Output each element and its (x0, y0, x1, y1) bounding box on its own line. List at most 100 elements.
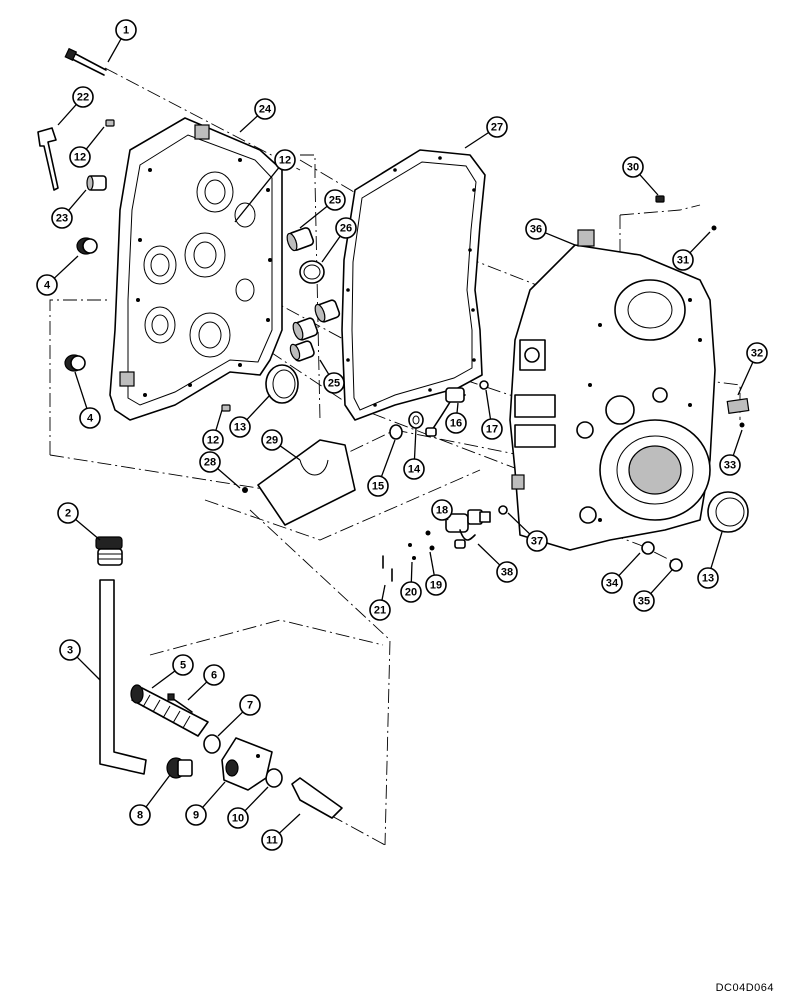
nozzle-part-11 (291, 777, 343, 819)
callout-number: 5 (180, 660, 186, 672)
document-code: DC04D064 (715, 982, 774, 994)
callout-9: 9 (185, 781, 226, 826)
ring-part-26 (299, 260, 325, 284)
callout-number: 32 (751, 348, 763, 360)
callout-number: 13 (234, 422, 246, 434)
callout-number: 12 (279, 155, 291, 167)
bearing-part-25-a (286, 227, 315, 252)
callout-37: 37 (507, 512, 548, 552)
callout-number: 19 (430, 580, 442, 592)
callout-number: 15 (372, 481, 384, 493)
callout-number: 30 (627, 162, 639, 174)
washers-part-20 (408, 543, 416, 560)
callout-36: 36 (525, 218, 576, 246)
ring-part-15 (389, 424, 403, 440)
callout-number: 3 (67, 645, 73, 657)
callout-number: 10 (232, 813, 244, 825)
plate-part-32 (726, 397, 750, 415)
callout-number: 4 (44, 280, 51, 292)
callout-number: 24 (259, 104, 272, 116)
fitting-part-2 (95, 536, 123, 566)
callout-number: 9 (193, 810, 199, 822)
callout-12: 12 (234, 149, 296, 223)
callout-1: 1 (107, 19, 137, 63)
callout-2: 2 (57, 502, 101, 541)
callout-number: 8 (137, 810, 143, 822)
callout-4: 4 (74, 371, 101, 429)
plug-part-4-upper (76, 237, 98, 255)
callout-number: 28 (204, 457, 216, 469)
callout-number: 38 (501, 567, 513, 579)
callout-27: 27 (464, 116, 508, 149)
callout-14: 14 (403, 427, 425, 480)
callout-number: 34 (606, 578, 619, 590)
callout-number: 25 (328, 378, 340, 390)
callout-23: 23 (51, 189, 87, 229)
front-housing-part-24 (109, 117, 283, 421)
gasket-part-27 (341, 149, 486, 421)
callout-number: 27 (491, 122, 503, 134)
callout-number: 4 (87, 413, 94, 425)
baffle-part-29 (257, 439, 356, 526)
pin-part-12-c (221, 404, 231, 412)
callout-number: 37 (531, 536, 543, 548)
bolt-part-1 (64, 47, 107, 76)
bearing-part-25-c (292, 317, 319, 341)
nuts-part-19 (425, 530, 435, 551)
screw-part-28 (242, 487, 248, 493)
clip-part-22 (37, 127, 59, 191)
callout-number: 35 (638, 596, 650, 608)
callout-number: 13 (702, 573, 714, 585)
callout-number: 25 (329, 195, 341, 207)
callout-13: 13 (697, 531, 723, 589)
callout-number: 31 (677, 255, 689, 267)
screw-part-33 (739, 422, 745, 428)
switch-part-16 (425, 387, 466, 437)
callout-35: 35 (633, 569, 673, 612)
washer-part-35 (669, 558, 683, 572)
callout-number: 36 (530, 224, 542, 236)
callout-7: 7 (217, 694, 261, 737)
callout-4: 4 (36, 255, 79, 296)
callout-number: 14 (408, 464, 421, 476)
callout-24: 24 (239, 98, 276, 133)
sender-part-18 (445, 509, 491, 533)
callout-18: 18 (431, 499, 453, 521)
callout-26: 26 (321, 217, 357, 263)
callout-number: 18 (436, 505, 448, 517)
callout-38: 38 (477, 543, 518, 583)
callout-3: 3 (59, 639, 101, 681)
screws-part-21 (382, 555, 393, 582)
callout-number: 6 (211, 670, 217, 682)
callout-number: 12 (207, 435, 219, 447)
oring-part-17 (479, 380, 489, 390)
callout-25: 25 (319, 359, 345, 394)
seal-part-13-right (707, 491, 749, 533)
callout-number: 2 (65, 508, 71, 520)
callout-34: 34 (601, 552, 641, 594)
bearing-part-25-b (314, 299, 341, 323)
callout-number: 22 (77, 92, 89, 104)
callout-20: 20 (400, 561, 422, 603)
seal-part-13-left (265, 364, 299, 404)
callout-10: 10 (227, 786, 269, 829)
callout-number: 33 (724, 460, 736, 472)
callout-12: 12 (69, 126, 105, 168)
callout-number: 20 (405, 587, 417, 599)
callout-number: 12 (74, 152, 86, 164)
callout-8: 8 (129, 774, 171, 826)
callout-5: 5 (151, 654, 194, 689)
bushing-part-23 (86, 175, 107, 191)
callout-12: 12 (202, 409, 224, 451)
callout-32: 32 (737, 342, 768, 396)
callout-number: 29 (266, 435, 278, 447)
housing-block-part-9 (221, 737, 273, 791)
callout-number: 26 (340, 223, 352, 235)
callout-6: 6 (187, 664, 225, 701)
callout-number: 16 (450, 418, 462, 430)
callout-22: 22 (57, 86, 94, 126)
callout-number: 11 (266, 835, 278, 847)
plug-part-8 (166, 757, 193, 779)
callout-13: 13 (229, 394, 271, 438)
